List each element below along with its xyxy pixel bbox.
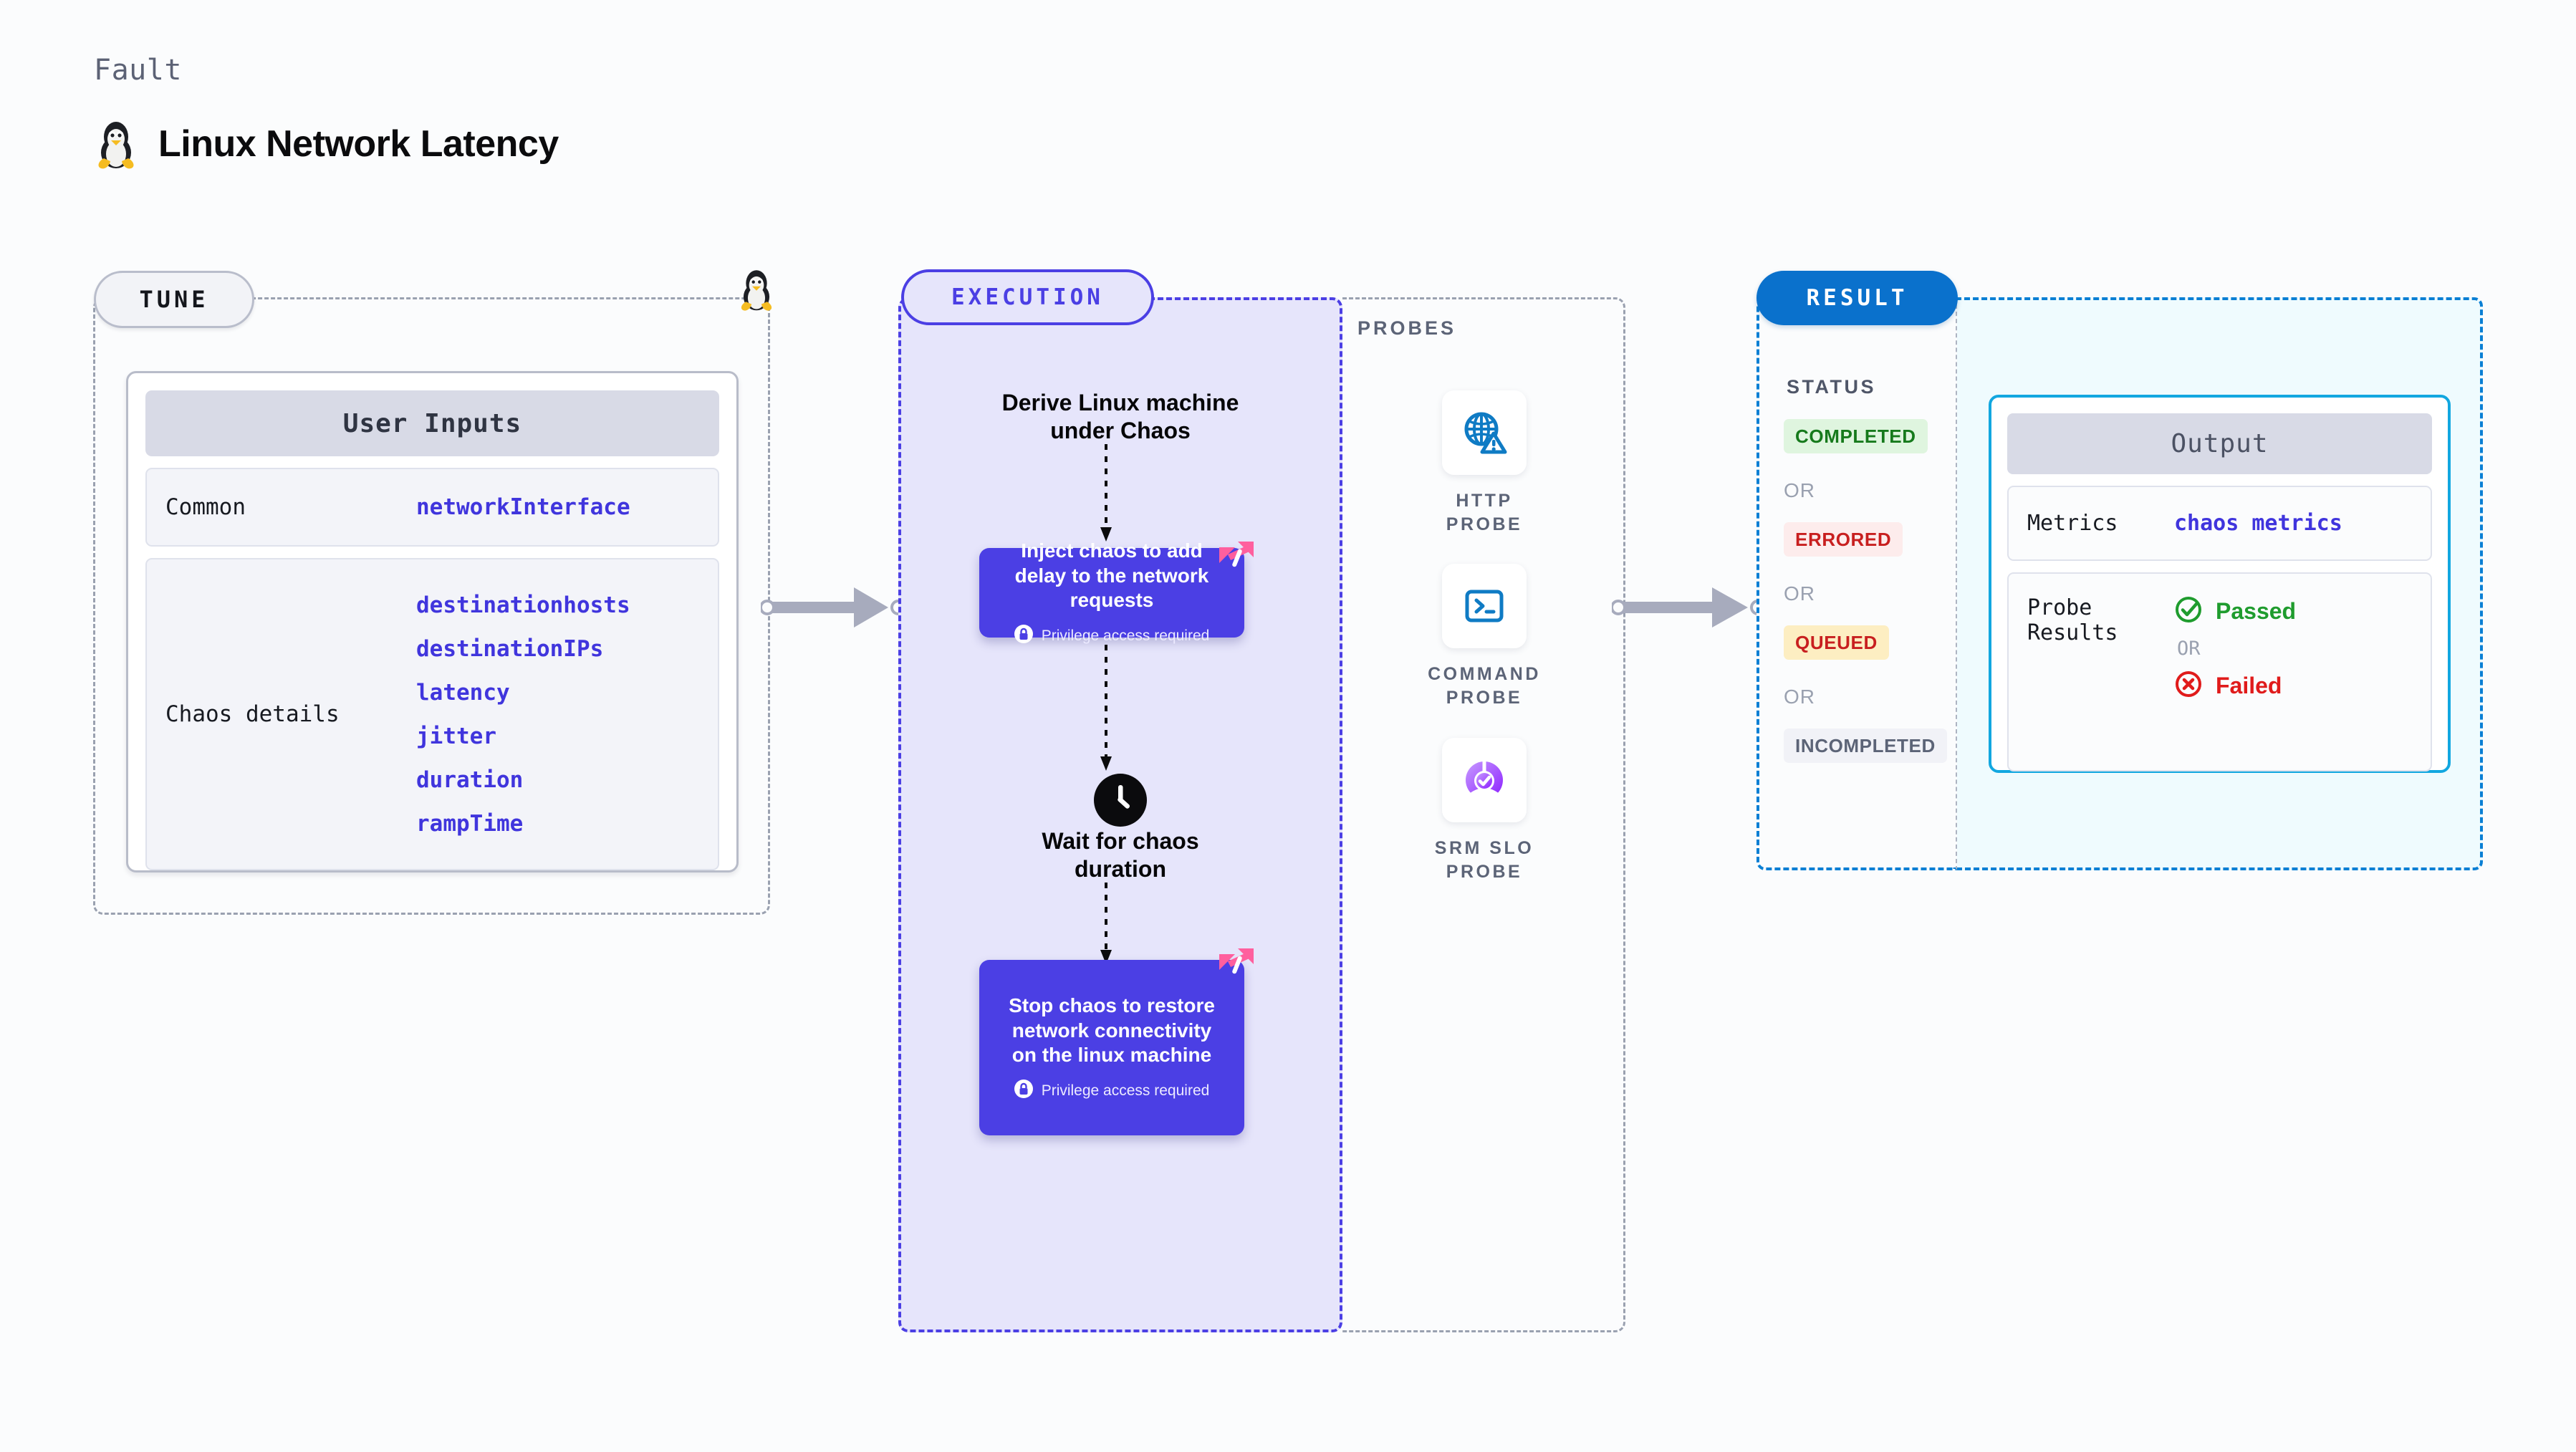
dashed-arrow-derive-to-inject <box>1099 444 1113 548</box>
tune-param-ramptime[interactable]: rampTime <box>416 810 524 837</box>
user-inputs-card-title: User Inputs <box>145 390 719 456</box>
probe-item-srm-slo[interactable]: SRM SLO PROBE <box>1416 738 1552 883</box>
status-badge-queued: QUEUED <box>1784 625 1889 660</box>
execution-phase-pill[interactable]: EXECUTION <box>901 269 1154 325</box>
check-circle-icon <box>2174 595 2203 628</box>
probe-label-srm-slo: SRM SLO PROBE <box>1434 838 1534 882</box>
output-row-probe-results: Probe Results Passed OR <box>2007 572 2432 771</box>
privilege-access-badge: Privilege access required <box>1014 625 1210 647</box>
status-badge-errored: ERRORED <box>1784 522 1903 557</box>
stop-chaos-node-label: Stop chaos to restore network connectivi… <box>1009 994 1215 1067</box>
output-card-title: Output <box>2007 413 2432 474</box>
privilege-access-badge: Privilege access required <box>1014 1080 1210 1102</box>
probe-label-http: HTTP PROBE <box>1446 491 1523 534</box>
status-badge-incompleted: INCOMPLETED <box>1784 729 1947 763</box>
status-badge-completed: COMPLETED <box>1784 419 1928 453</box>
probe-result-passed-label: Passed <box>2216 598 2297 624</box>
probes-section-label: PROBES <box>1357 317 1457 339</box>
probe-label-command: COMMAND PROBE <box>1428 664 1541 708</box>
result-phase-pill[interactable]: RESULT <box>1756 271 1958 325</box>
privilege-access-text: Privilege access required <box>1041 1082 1210 1099</box>
dashed-arrow-inject-to-wait <box>1099 645 1113 777</box>
result-status-container <box>1756 297 1957 870</box>
arrow-tune-to-execution <box>759 579 906 640</box>
terminal-icon <box>1442 564 1527 648</box>
lock-icon <box>1014 625 1033 647</box>
arrow-execution-to-result <box>1610 579 1766 640</box>
page-title: Linux Network Latency <box>158 123 559 165</box>
fault-kicker-label: Fault <box>94 54 182 87</box>
linux-penguin-icon <box>94 118 138 170</box>
harness-logo-icon <box>1218 946 1256 988</box>
inject-chaos-node-label: Inject chaos to add delay to the network… <box>1014 539 1209 612</box>
lock-icon <box>1014 1080 1033 1102</box>
dashed-arrow-wait-to-stop <box>1099 883 1113 971</box>
linux-penguin-badge-icon <box>736 267 777 315</box>
privilege-access-text: Privilege access required <box>1041 627 1210 644</box>
derive-machine-heading: Derive Linux machine under Chaos <box>1001 390 1239 444</box>
tune-param-networkinterface[interactable]: networkInterface <box>416 494 630 520</box>
output-row-key: Metrics <box>2027 511 2118 536</box>
tune-phase-pill[interactable]: TUNE <box>94 271 254 328</box>
probe-result-or-separator: OR <box>2177 638 2201 660</box>
slo-check-icon <box>1442 738 1527 822</box>
probe-result-failed: Failed <box>2174 670 2296 702</box>
user-inputs-card: User Inputs Common networkInterface Chao… <box>126 371 739 872</box>
tune-param-destinationhosts[interactable]: destinationhosts <box>416 592 630 618</box>
probe-result-passed: Passed <box>2174 595 2296 628</box>
tune-row-chaos-details: Chaos details destinationhosts destinati… <box>145 558 719 870</box>
clock-icon <box>1094 774 1147 827</box>
wait-duration-heading: Wait for chaos duration <box>1042 828 1199 883</box>
tune-param-destinationips[interactable]: destinationIPs <box>416 635 604 662</box>
output-row-key: Probe Results <box>2027 595 2118 645</box>
tune-param-latency[interactable]: latency <box>416 679 510 706</box>
tune-param-duration[interactable]: duration <box>416 766 524 793</box>
tune-row-key: Chaos details <box>165 701 340 727</box>
status-or-separator: OR <box>1784 479 1815 501</box>
status-or-separator: OR <box>1784 686 1815 708</box>
output-metrics-value[interactable]: chaos metrics <box>2174 511 2342 536</box>
status-or-separator: OR <box>1784 582 1815 605</box>
page-title-row: Linux Network Latency <box>94 118 559 170</box>
inject-chaos-node[interactable]: Inject chaos to add delay to the network… <box>979 539 1244 644</box>
status-section-label: STATUS <box>1787 376 1876 398</box>
output-card: Output Metrics chaos metrics Probe Resul… <box>1989 395 2451 773</box>
output-row-metrics: Metrics chaos metrics <box>2007 486 2432 561</box>
probe-item-http[interactable]: HTTP PROBE <box>1416 390 1552 536</box>
tune-row-common: Common networkInterface <box>145 468 719 547</box>
stop-chaos-node[interactable]: Stop chaos to restore network connectivi… <box>979 960 1244 1135</box>
tune-param-jitter[interactable]: jitter <box>416 723 496 749</box>
harness-logo-icon <box>1218 539 1256 581</box>
probe-result-failed-label: Failed <box>2216 673 2282 698</box>
tune-row-key: Common <box>165 494 246 520</box>
x-circle-icon <box>2174 670 2203 702</box>
globe-warning-icon <box>1442 390 1527 475</box>
probe-item-command[interactable]: COMMAND PROBE <box>1416 564 1552 709</box>
